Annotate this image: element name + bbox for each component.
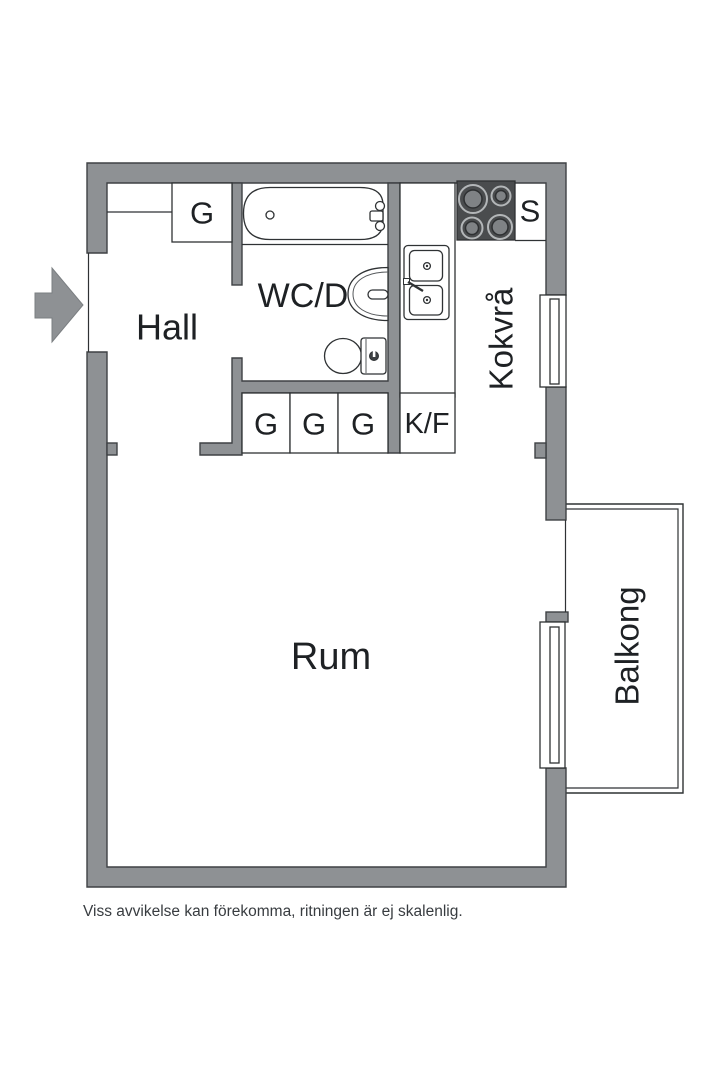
fridge-freezer-label: K/F (404, 408, 449, 440)
room-label-kitchenette: Kokvrå (483, 287, 520, 390)
room-label-hall: Hall (136, 307, 198, 348)
wardrobe-row (241, 392, 389, 454)
stove-label: S (520, 194, 541, 229)
wardrobe-box (241, 392, 291, 454)
wall-hall-bathroom (231, 182, 243, 286)
wall-right-mid (545, 386, 567, 521)
wall-right-stub (545, 611, 569, 623)
wardrobe-label: G (351, 407, 375, 442)
wall-stub-left (106, 442, 118, 456)
entrance-arrow-icon (34, 266, 84, 344)
wardrobe-box (289, 392, 339, 454)
balcony-railing (566, 503, 684, 794)
hall-wardrobe-box (171, 182, 233, 243)
toilet (323, 337, 387, 375)
kitchen-sink (403, 244, 450, 321)
wall-top (86, 162, 567, 296)
wardrobe-label: G (302, 407, 326, 442)
bathtub (242, 186, 386, 241)
wall-interior-core (199, 182, 401, 456)
disclaimer-text: Viss avvikelse kan förekomma, ritningen … (83, 903, 463, 920)
stove (456, 180, 516, 241)
room-label-balcony: Balkong (609, 586, 646, 705)
wall-bottom-ring (86, 351, 567, 888)
wardrobe-box (337, 392, 389, 454)
window-livingroom (539, 621, 566, 769)
fridge-freezer-box (399, 392, 456, 454)
room-label-bathroom: WC/D (258, 277, 349, 315)
wardrobe-label: G (254, 407, 278, 442)
room-label-livingroom: Rum (291, 636, 371, 678)
wardrobe-label: G (190, 196, 214, 231)
wall-stub-right (534, 442, 547, 459)
apartment-walls (86, 162, 569, 888)
window-kitchen (539, 294, 567, 388)
washbasin (347, 266, 389, 322)
